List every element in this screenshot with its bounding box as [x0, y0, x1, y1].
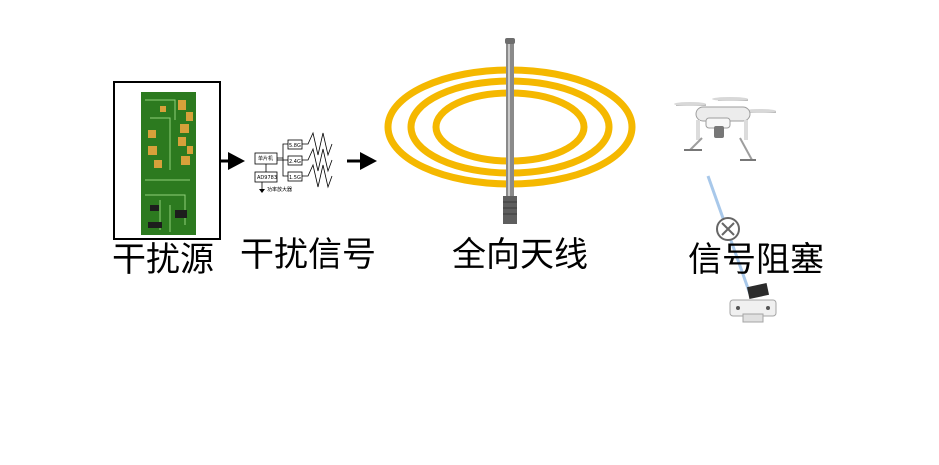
- signal-block-diagram: 单片机 AD9783 5.8G 2.4G 1.5G 功率放大器: [254, 131, 333, 193]
- mcu-label: 单片机: [258, 155, 273, 162]
- drone: [674, 97, 776, 161]
- omni-antenna-label: 全向天线: [452, 235, 588, 275]
- pcb-traces: [145, 99, 190, 232]
- blocked-link: [706, 175, 752, 295]
- pcb-pads: [148, 100, 193, 168]
- interference-source-label: 干扰源: [112, 240, 214, 280]
- out3-label: 1.5G: [289, 175, 301, 181]
- arrow-2: [347, 152, 377, 170]
- remote-controller: [729, 283, 777, 323]
- signal-blocking-label: 信号阻塞: [688, 240, 824, 280]
- amp-label: 功率放大器: [267, 186, 292, 193]
- antenna-tip: [505, 38, 515, 44]
- interference-signal-label: 干扰信号: [240, 235, 376, 275]
- out2-label: 2.4G: [289, 159, 301, 165]
- interference-source: [113, 81, 221, 240]
- arrow-1: [220, 152, 245, 170]
- out1-label: 5.8G: [289, 143, 301, 149]
- chip-label: AD9783: [257, 175, 277, 181]
- antenna-base: [503, 196, 517, 224]
- omni-antenna: [384, 38, 636, 224]
- pcb-chips: [148, 205, 187, 228]
